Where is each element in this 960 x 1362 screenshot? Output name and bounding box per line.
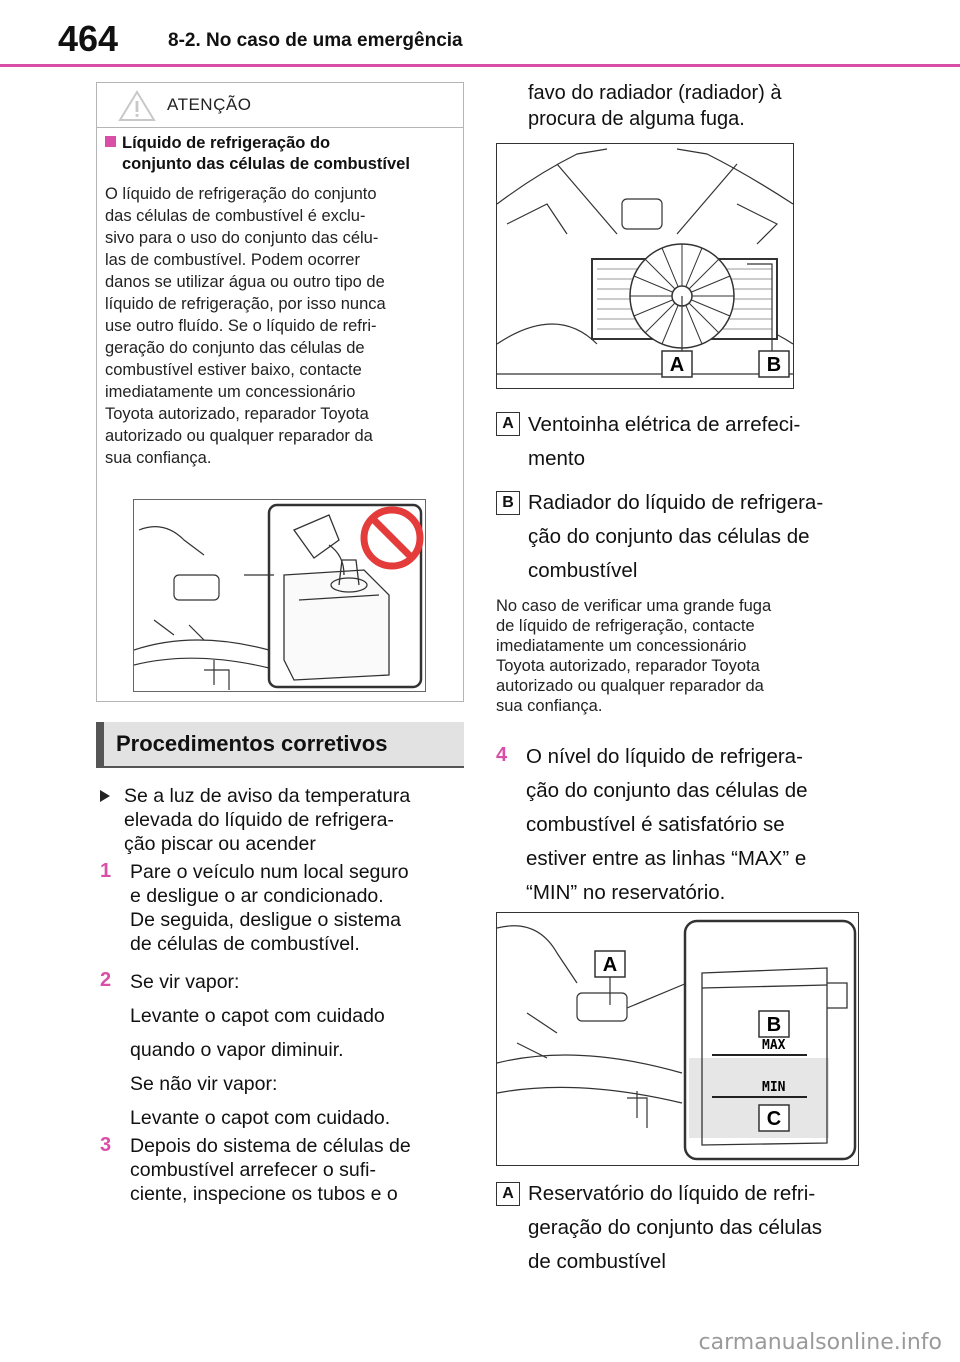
step-1: 1 Pare o veículo num local seguro e desl… — [100, 860, 464, 956]
legend-line: ção do conjunto das células de — [528, 525, 810, 548]
step-line: e desligue o ar condicionado. — [130, 885, 384, 907]
fig2-label-b: B — [767, 354, 781, 376]
page-header: 464 8-2. No caso de uma emergência — [0, 0, 960, 70]
fig3-label-a: A — [603, 954, 617, 976]
warning-body-line: imediatamente um concessionário — [105, 383, 356, 401]
note-line: sua confiança. — [496, 697, 603, 715]
procedures-rule — [96, 766, 464, 768]
procedures-heading: Procedimentos corretivos — [96, 722, 464, 766]
warning-subheading: Líquido de refrigeração do conjunto das … — [105, 133, 455, 175]
coolant-reservoir-illustration: MAX MIN A B C — [496, 912, 859, 1166]
legend-line: Radiador do líquido de refrigera- — [528, 491, 824, 514]
step-number: 2 — [100, 969, 112, 991]
warning-body-line: líquido de refrigeração, por isso nunca — [105, 295, 386, 313]
step-line: Pare o veículo num local seguro — [130, 861, 409, 883]
procedures-heading-text: Procedimentos corretivos — [116, 731, 388, 756]
step-line: Levante o capot com cuidado. — [130, 1107, 391, 1129]
condition-line: elevada do líquido de refrigera- — [124, 809, 394, 831]
step-line: “MIN” no reservatório. — [526, 881, 726, 904]
step-4: 4 O nível do líquido de refrigera- ção d… — [496, 740, 866, 910]
step-2: 2 Se vir vapor: Levante o capot com cuid… — [100, 965, 464, 1135]
step-line: de células de combustível. — [130, 933, 360, 955]
warning-header: ATENÇÃO — [97, 83, 463, 128]
warning-subheading-line: conjunto das células de combustível — [122, 155, 410, 173]
note-line: No caso de verificar uma grande fuga — [496, 597, 772, 615]
step-number: 4 — [496, 744, 508, 766]
step-3: 3 Depois do sistema de células de combus… — [100, 1134, 464, 1206]
step-line: combustível arrefecer o sufi- — [130, 1159, 377, 1181]
warning-triangle-icon — [118, 90, 156, 121]
step-line: ciente, inspecione os tubos e o — [130, 1183, 398, 1205]
warning-body-line: danos se utilizar água ou outro tipo de — [105, 273, 385, 291]
note-line: de líquido de refrigeração, contacte — [496, 617, 755, 635]
condition-line: Se a luz de aviso da temperatura — [124, 785, 411, 807]
radiator-fan-illustration: A B — [496, 143, 794, 389]
condition-line: ção piscar ou acender — [124, 833, 316, 855]
do-not-use-other-fluid-illustration — [133, 499, 426, 692]
note-line: autorizado ou qualquer reparador da — [496, 677, 764, 695]
step-line: quando o vapor diminuir. — [130, 1039, 344, 1061]
note-line: imediatamente um concessionário — [496, 637, 747, 655]
step-line: estiver entre as linhas “MAX” e — [526, 847, 807, 870]
square-bullet-icon — [105, 136, 116, 147]
section-title: 8-2. No caso de uma emergência — [168, 30, 463, 51]
step-line: Se não vir vapor: — [130, 1073, 278, 1095]
step-number: 3 — [100, 1134, 112, 1156]
legend-line: mento — [528, 447, 585, 470]
legend-letter-box: A — [496, 412, 520, 436]
warning-body-line: Toyota autorizado, reparador Toyota — [105, 405, 369, 423]
warning-body-line: combustível estiver baixo, contacte — [105, 361, 362, 379]
page-number: 464 — [58, 18, 119, 59]
note-line: Toyota autorizado, reparador Toyota — [496, 657, 760, 675]
legend-line: geração do conjunto das células — [528, 1216, 823, 1239]
step-line: Levante o capot com cuidado — [130, 1005, 385, 1027]
min-mark: MIN — [762, 1080, 786, 1095]
step-line: ção do conjunto das células de — [526, 779, 808, 802]
step-3-continuation: favo do radiador (radiador) à procura de… — [528, 80, 858, 132]
legend-line: Ventoinha elétrica de arrefeci- — [528, 413, 801, 436]
warning-body-line: las de combustível. Podem ocorrer — [105, 251, 360, 269]
warning-body: O líquido de refrigeração do conjunto da… — [105, 183, 457, 469]
warning-title: ATENÇÃO — [167, 95, 252, 114]
step-line: Depois do sistema de células de — [130, 1135, 411, 1157]
fig3-label-c: C — [767, 1108, 781, 1130]
legend-line: Reservatório do líquido de refri- — [528, 1182, 816, 1205]
max-mark: MAX — [762, 1038, 786, 1053]
legend-letter-box: A — [496, 1182, 520, 1206]
fig2-label-a: A — [670, 354, 684, 376]
step-line: Se vir vapor: — [130, 971, 240, 993]
header-rule — [0, 64, 960, 67]
leak-note: No caso de verificar uma grande fuga de … — [496, 596, 856, 716]
warning-subheading-line: Líquido de refrigeração do — [122, 134, 331, 152]
legend-line: combustível — [528, 559, 638, 582]
continuation-line: procura de alguma fuga. — [528, 108, 745, 130]
step-line: combustível é satisfatório se — [526, 813, 785, 836]
warning-box: ATENÇÃO Líquido de refrigeração do conju… — [96, 82, 464, 702]
watermark: carmanualsonline.info — [698, 1330, 942, 1355]
legend-letter-box: B — [496, 491, 520, 515]
condition-bullet: Se a luz de aviso da temperatura elevada… — [100, 784, 460, 856]
warning-body-line: use outro fluído. Se o líquido de refri- — [105, 317, 377, 335]
continuation-line: favo do radiador (radiador) à — [528, 82, 782, 104]
warning-body-line: das células de combustível é exclu- — [105, 207, 366, 225]
legend-line: de combustível — [528, 1250, 666, 1273]
warning-body-line: autorizado ou qualquer reparador da — [105, 427, 373, 445]
triangle-bullet-icon — [100, 790, 110, 802]
warning-body-line: sivo para o uso do conjunto das célu- — [105, 229, 379, 247]
step-number: 1 — [100, 860, 112, 882]
warning-body-line: geração do conjunto das células de — [105, 339, 365, 357]
warning-body-line: O líquido de refrigeração do conjunto — [105, 185, 377, 203]
step-line: O nível do líquido de refrigera- — [526, 745, 803, 768]
step-line: De seguida, desligue o sistema — [130, 909, 401, 931]
fig3-label-b: B — [767, 1014, 781, 1036]
warning-body-line: sua confiança. — [105, 449, 212, 467]
